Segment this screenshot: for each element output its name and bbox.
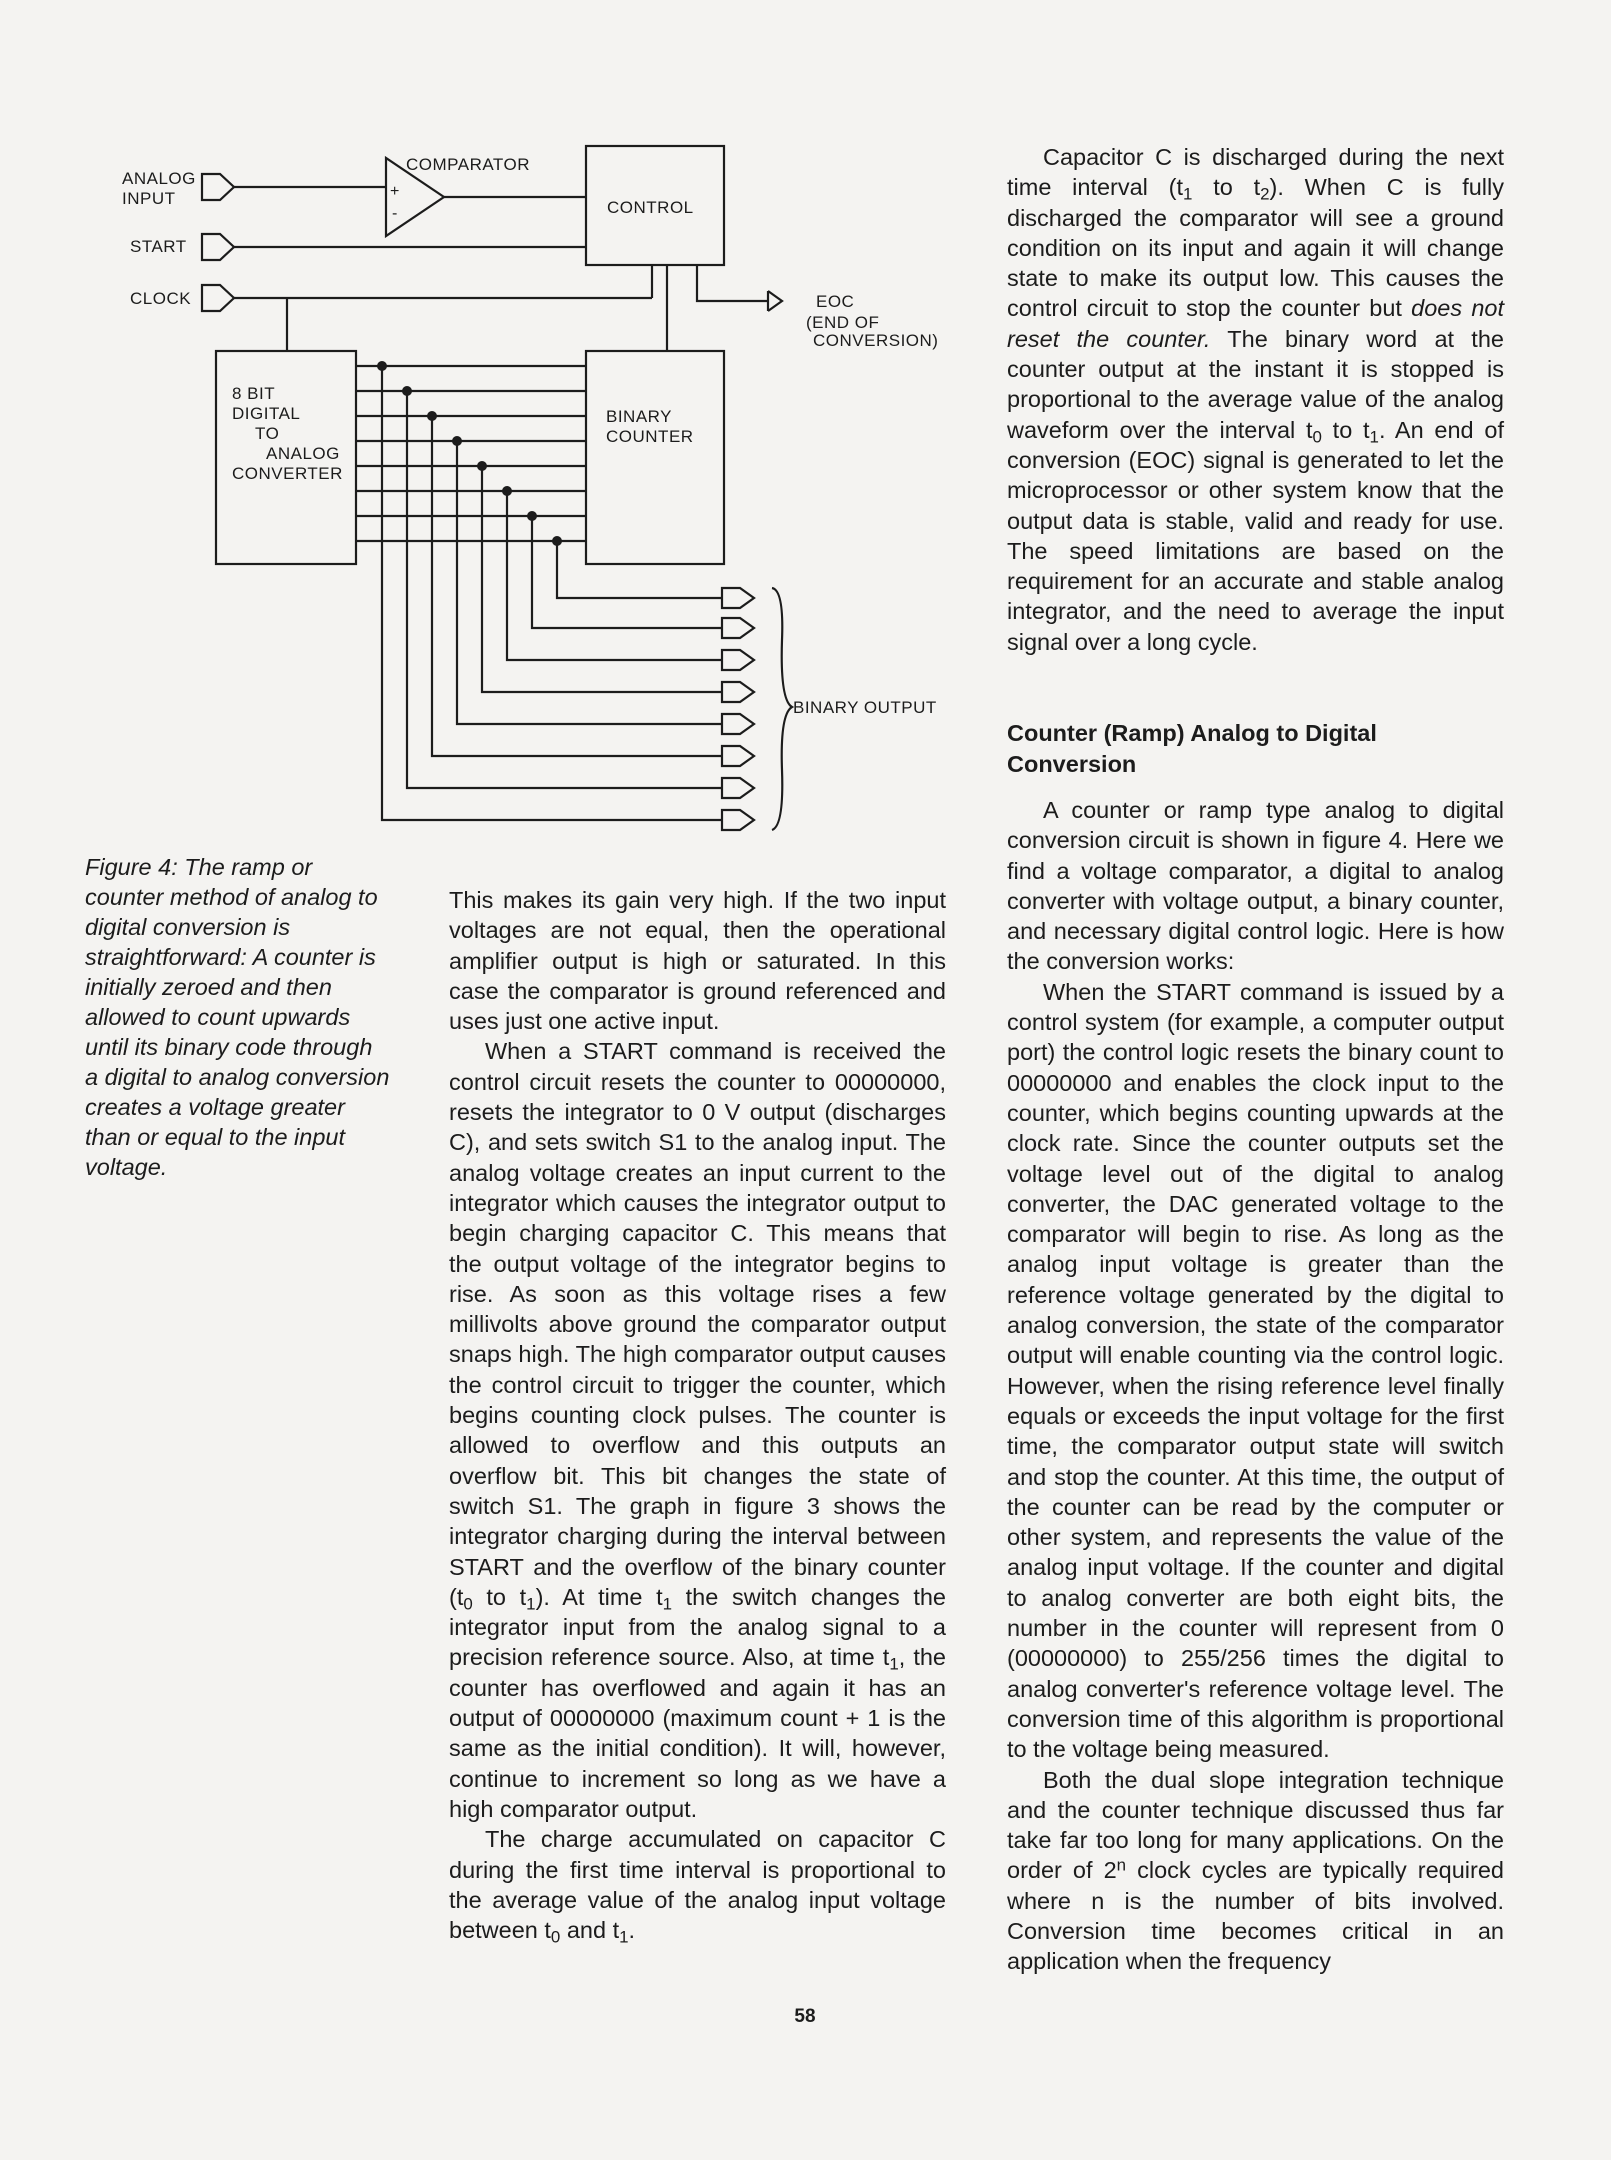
right-paragraph-3: When the START command is issued by a co… [1007,978,1504,1763]
middle-column: This makes its gain very high. If the tw… [449,885,946,1947]
analog-input-connector [200,172,236,202]
clock-label: CLOCK [130,289,191,308]
right-column-bottom: A counter or ramp type analog to digital… [1007,795,1504,1977]
page-number: 58 [794,2006,816,2027]
start-connector [200,232,236,262]
middle-paragraph-1: This makes its gain very high. If the tw… [449,887,946,1035]
control-label: CONTROL [607,198,694,217]
counter-label-2: COUNTER [606,427,694,446]
dac-label-1: 8 BIT [232,384,275,403]
comparator-minus-sign: - [392,205,398,222]
dac-label-4: ANALOG [266,444,340,463]
eoc-label-1: EOC [816,292,854,311]
counter-label-1: BINARY [606,407,672,426]
middle-paragraph-2: When a START command is received the con… [449,1038,946,1822]
right-paragraph-4: Both the dual slope integration techniqu… [1007,1766,1504,1975]
dac-block [214,349,358,566]
figure-caption: Figure 4: The ramp or counter method of … [85,854,390,1180]
analog-input-label-1: ANALOG [122,169,196,188]
comparator-symbol [384,155,446,239]
section-heading: Counter (Ramp) Analog to Digital Convers… [1007,720,1377,777]
comparator-plus-sign: + [390,183,400,200]
eoc-connector [767,290,784,312]
dac-label-5: CONVERTER [232,464,343,483]
dac-label-2: DIGITAL [232,404,300,423]
eoc-label-2: (END OF [806,313,879,332]
clock-connector [200,283,236,313]
dac-label-3: TO [255,424,279,443]
analog-input-label-2: INPUT [122,189,176,208]
binary-output-label: BINARY OUTPUT [793,698,937,717]
right-column-top: Capacitor C is discharged during the nex… [1007,142,1504,657]
control-block [584,144,726,267]
binary-output-brace [771,586,795,832]
comparator-label: COMPARATOR [406,155,530,174]
right-paragraph-2: A counter or ramp type analog to digital… [1007,797,1504,975]
middle-paragraph-3: The charge accumulated on capacitor C du… [449,1826,946,1947]
ramp-adc-block-diagram: ANALOG INPUT START CLOCK COMPARATOR + - … [122,144,938,832]
binary-counter-block [584,349,726,566]
right-paragraph-1: Capacitor C is discharged during the nex… [1007,144,1504,655]
eoc-label-3: CONVERSION) [813,331,938,350]
start-label: START [130,237,187,256]
